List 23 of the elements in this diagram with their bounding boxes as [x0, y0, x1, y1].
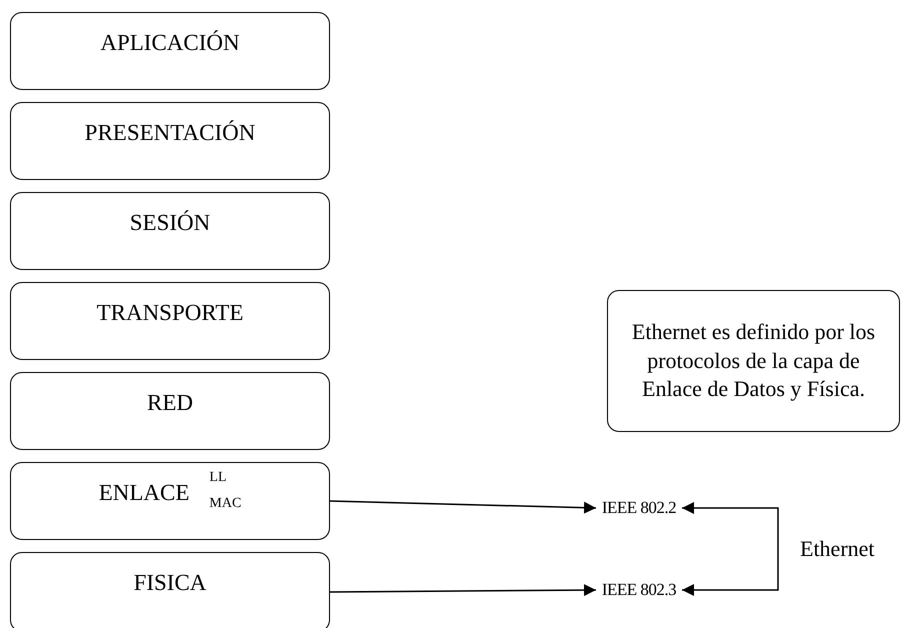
layer-box — [10, 552, 330, 628]
layer-name: ENLACE — [98, 479, 190, 507]
note-text: Ethernet es definido por los protocolos de la capa de Enlace de Datos y Física. — [630, 318, 876, 404]
note-box — [607, 290, 900, 432]
layer-name: PRESENTACIÓN — [84, 119, 256, 147]
layer-name: FISICA — [134, 569, 206, 597]
layer-box — [10, 462, 330, 540]
sublayer-label: LL — [209, 471, 227, 485]
sublayer-label: MAC — [209, 497, 242, 511]
layer-box — [10, 192, 330, 270]
standard-label: IEEE 802.2 — [596, 496, 682, 520]
layer-name: SESIÓN — [130, 209, 210, 237]
layer-box — [10, 12, 330, 90]
layer-box — [10, 102, 330, 180]
arrow — [330, 584, 596, 596]
arrow — [682, 502, 779, 596]
layer-name: APLICACIÓN — [100, 29, 240, 57]
arrow — [330, 500, 596, 514]
layer-name: TRANSPORTE — [96, 299, 244, 327]
layer-box — [10, 372, 330, 450]
layer-name: RED — [147, 389, 193, 417]
layer-box — [10, 282, 330, 360]
standard-label: IEEE 802.3 — [596, 578, 682, 602]
